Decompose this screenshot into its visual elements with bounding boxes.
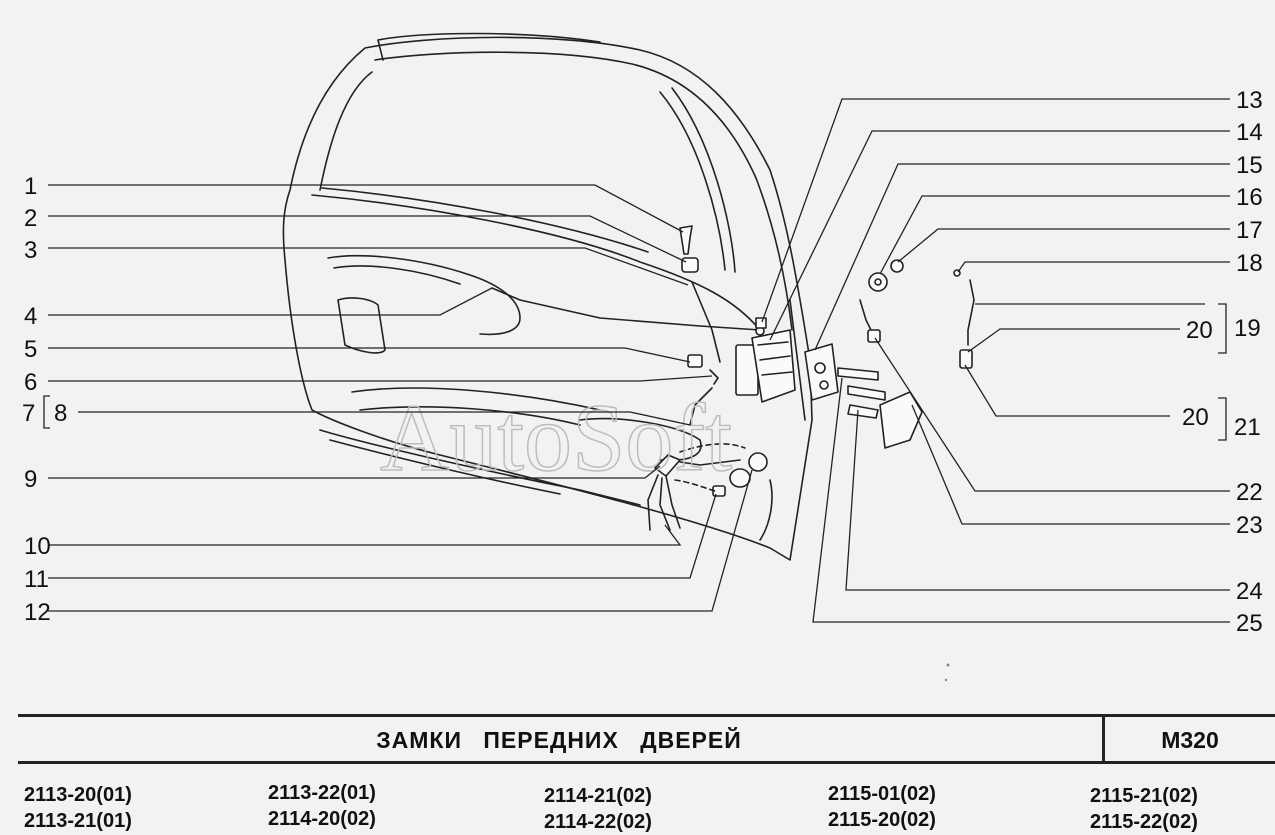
callout-21: 21 xyxy=(1234,414,1261,441)
callout-15: 15 xyxy=(1236,152,1263,179)
grommet xyxy=(729,468,751,488)
inner-handle-rod xyxy=(491,287,761,331)
rod-clip xyxy=(687,354,703,368)
lock-button-knob xyxy=(679,225,693,255)
title-divider xyxy=(1102,717,1105,761)
model-code: 2115-21(02) xyxy=(1090,785,1198,807)
watermark: AutoSoft xyxy=(380,384,732,491)
lock-screw xyxy=(755,317,767,329)
callout-11: 11 xyxy=(24,566,49,593)
callout-9: 9 xyxy=(24,466,37,493)
callout-3: 3 xyxy=(24,237,37,264)
lock-button-bushing xyxy=(681,257,699,273)
callout-20-lower: 20 xyxy=(1182,404,1209,431)
callout-19: 19 xyxy=(1234,315,1261,342)
sheet-code: М320 xyxy=(1161,727,1219,753)
model-code: 2114-21(02) xyxy=(544,785,652,807)
callout-1: 1 xyxy=(24,173,37,200)
grommet-2 xyxy=(748,452,768,472)
diagram-title: ЗАМКИ ПЕРЕДНИХ ДВЕРЕЙ xyxy=(376,727,742,753)
callout-22: 22 xyxy=(1236,479,1263,506)
callout-7: 7 xyxy=(22,400,35,427)
callout-17: 17 xyxy=(1236,217,1263,244)
striker-plate xyxy=(879,391,923,449)
switch-connector xyxy=(654,454,681,477)
model-code: 2115-01(02) xyxy=(828,783,936,805)
outer-handle-rod xyxy=(689,387,713,426)
title-block: ЗАМКИ ПЕРЕДНИХ ДВЕРЕЙ М320 xyxy=(18,714,1275,764)
wiring-harness xyxy=(647,474,681,531)
bracket-21 xyxy=(1218,397,1227,441)
callout-16: 16 xyxy=(1236,184,1263,211)
leader-lines xyxy=(43,98,1230,623)
callout-5: 5 xyxy=(24,336,37,363)
callout-24: 24 xyxy=(1236,578,1263,605)
model-code: 2114-20(02) xyxy=(268,808,376,830)
model-code: 2114-22(02) xyxy=(544,811,652,833)
callout-8: 8 xyxy=(54,400,67,427)
callout-25: 25 xyxy=(1236,610,1263,637)
model-code: 2115-22(02) xyxy=(1090,811,1198,833)
callout-13: 13 xyxy=(1236,87,1263,114)
screw-25 xyxy=(847,385,886,401)
bracket-7-8 xyxy=(43,395,50,429)
callout-23: 23 xyxy=(1236,512,1263,539)
plate-small xyxy=(959,349,973,369)
callout-2: 2 xyxy=(24,205,37,232)
screw-24 xyxy=(837,367,879,381)
callout-14: 14 xyxy=(1236,119,1263,146)
model-code: 2113-20(01) xyxy=(24,784,132,806)
model-code: 2115-20(02) xyxy=(828,809,936,831)
bracket-19 xyxy=(1218,303,1227,354)
striker-cap xyxy=(890,259,904,273)
callout-labels: 1 2 3 4 5 6 7 8 9 10 11 12 13 14 15 16 1… xyxy=(22,87,1263,637)
lock-rod-vertical xyxy=(691,281,721,363)
callout-10: 10 xyxy=(24,533,51,560)
callout-4: 4 xyxy=(24,303,37,330)
callout-6: 6 xyxy=(24,369,37,396)
rod-clip-2 xyxy=(709,369,719,385)
lock-parts xyxy=(491,225,975,531)
model-code: 2113-22(01) xyxy=(268,782,376,804)
model-code: 2113-21(01) xyxy=(24,810,132,832)
door-lock-diagram: AutoSoft 1 2 3 4 5 xyxy=(22,32,1263,682)
callout-12: 12 xyxy=(24,599,51,626)
spring-link xyxy=(967,279,975,346)
door-frame-outline xyxy=(282,32,813,561)
striker-ring xyxy=(868,272,888,292)
lock-mechanism xyxy=(751,329,796,403)
callout-18: 18 xyxy=(1236,250,1263,277)
callout-20-upper: 20 xyxy=(1186,317,1213,344)
